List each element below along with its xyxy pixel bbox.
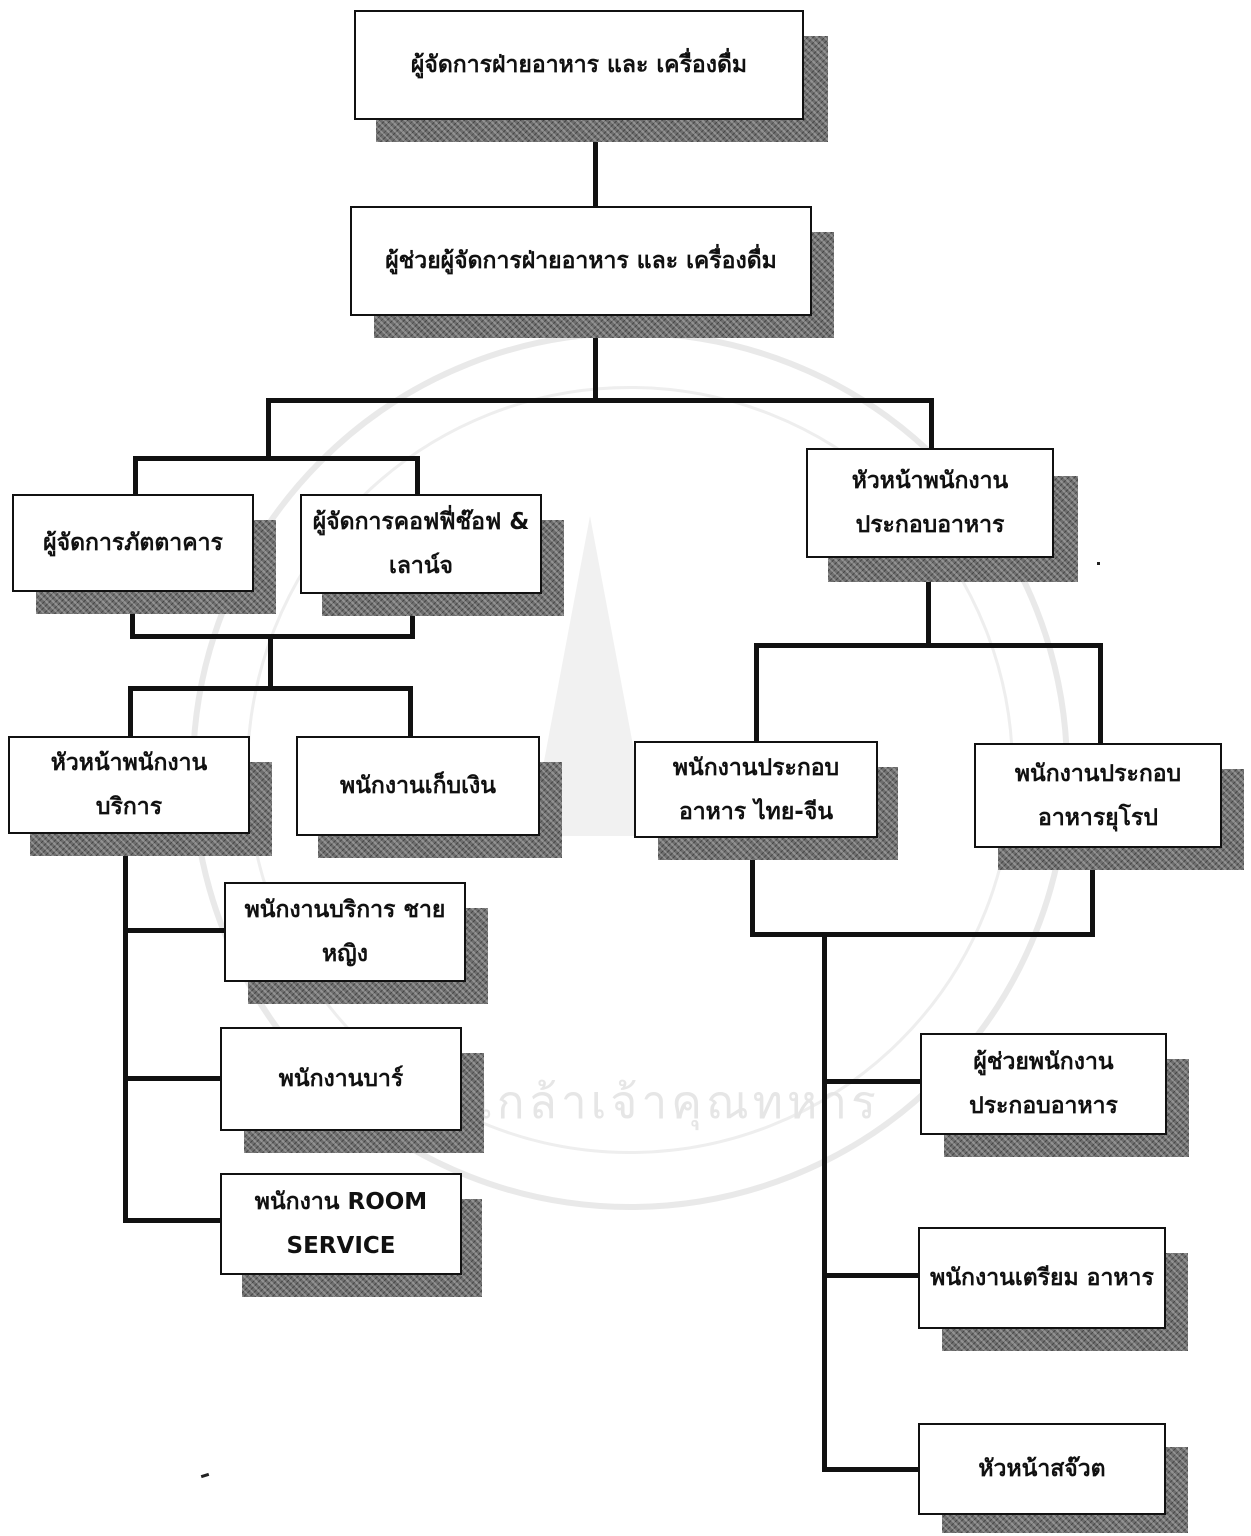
node-head-service: หัวหน้าพนักงาน บริการ [8,736,250,834]
node-label: ผู้จัดการฝ่ายอาหาร และ เครื่องดื่ม [410,52,748,78]
connector-assistant-down [593,314,598,402]
connector-managers-top-bar [133,456,420,461]
node-label: ผู้ช่วยพนักงาน ประกอบอาหาร [969,1049,1118,1119]
node-label: พนักงานบริการ ชาย หญิง [244,897,446,967]
node-label: ผู้ช่วยผู้จัดการฝ่ายอาหาร และ เครื่องดื่… [385,248,777,274]
node-room-service: พนักงาน ROOM SERVICE [220,1173,462,1275]
connector-to-head-service [128,686,133,738]
connector-cooks-bottom-bar [750,932,1095,937]
node-label: พนักงานประกอบ อาหาร ไทย-จีน [672,754,840,825]
node-cook-thai-chinese: พนักงานประกอบ อาหาร ไทย-จีน [634,741,878,838]
node-label: หัวหน้าพนักงาน ประกอบอาหาร [851,468,1009,538]
node-asst-cook: ผู้ช่วยพนักงาน ประกอบอาหาร [920,1033,1167,1135]
node-service-staff: พนักงานบริการ ชาย หญิง [224,882,466,982]
connector-to-asst-cook [822,1079,922,1084]
connector-service-cashier-bar [128,686,413,691]
connector-european-cook-down [1090,846,1095,936]
node-label: หัวหน้าสจ๊วต [978,1456,1106,1482]
node-label: พนักงานประกอบ อาหารยุโรป [1014,760,1182,831]
node-label: พนักงานเตรียม อาหาร [930,1265,1154,1291]
connector-to-room-service [123,1218,223,1223]
node-label: พนักงาน ROOM SERVICE [254,1189,428,1259]
stray-dash [200,1472,210,1479]
node-cook-european: พนักงานประกอบ อาหารยุโรป [974,743,1222,848]
connector-kitchen-trunk [822,932,827,1472]
node-label: ผู้จัดการคอฟฟี่ช๊อฟ & เลาน์จ [312,509,530,579]
node-prep-staff: พนักงานเตรียม อาหาร [918,1227,1166,1329]
connector-to-cashier [408,686,413,738]
connector-to-thai-chinese-cook [754,643,759,743]
connector-restaurant-manager-down [130,590,135,638]
node-label: ผู้จัดการภัตตาคาร [43,530,223,556]
connector-level2-bar [266,398,934,403]
node-label: พนักงานบาร์ [278,1066,404,1092]
connector-thai-chinese-cook-down [750,836,755,936]
connector-to-prep-staff [822,1273,920,1278]
node-coffee-shop-manager: ผู้จัดการคอฟฟี่ช๊อฟ & เลาน์จ [300,494,542,594]
stray-dot [1097,562,1100,565]
connector-to-coffee-manager [415,456,420,496]
node-cashier: พนักงานเก็บเงิน [296,736,540,836]
connector-to-bar-staff [123,1076,223,1081]
node-label: หัวหน้าพนักงาน บริการ [50,750,208,820]
connector-to-service-staff [123,928,225,933]
node-head-steward: หัวหน้าสจ๊วต [918,1423,1166,1515]
connector-to-managers-pair [266,398,271,460]
node-fb-manager: ผู้จัดการฝ่ายอาหาร และ เครื่องดื่ม [354,10,804,120]
node-head-chef: หัวหน้าพนักงาน ประกอบอาหาร [806,448,1054,558]
node-asst-fb-manager: ผู้ช่วยผู้จัดการฝ่ายอาหาร และ เครื่องดื่… [350,206,812,316]
connector-to-european-cook [1098,643,1103,745]
connector-to-restaurant-manager [133,456,138,496]
node-restaurant-manager: ผู้จัดการภัตตาคาร [12,494,254,592]
connector-head-service-trunk [123,832,128,1223]
connector-cooks-top-bar [754,643,1103,648]
connector-to-head-chef [929,398,934,450]
connector-head-chef-down [926,556,931,646]
connector-managers-to-staff [268,634,273,688]
node-bar-staff: พนักงานบาร์ [220,1027,462,1131]
connector-top-to-assistant [593,118,598,208]
connector-to-head-steward [822,1467,920,1472]
node-label: พนักงานเก็บเงิน [340,773,496,799]
